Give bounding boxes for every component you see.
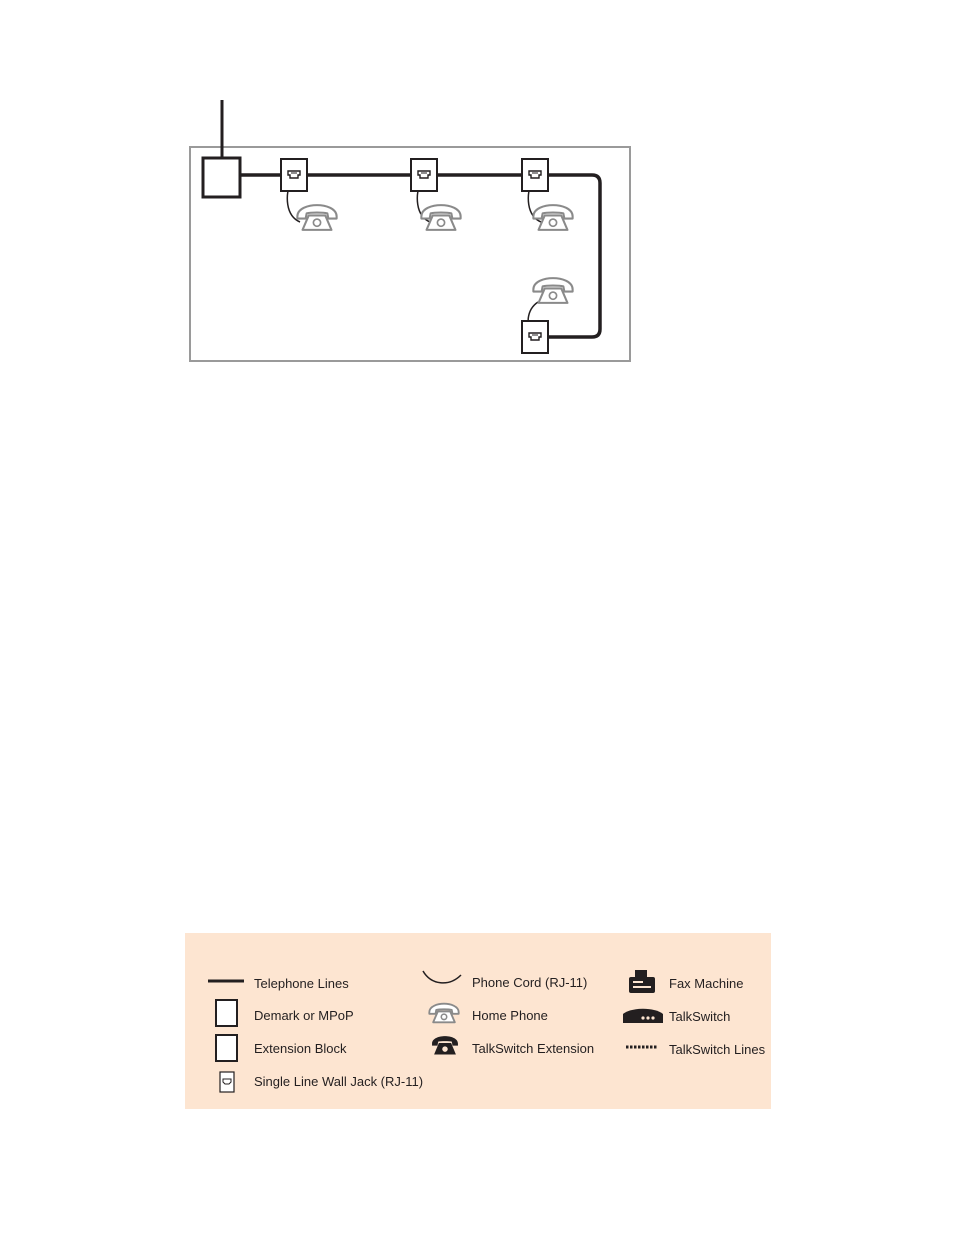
demark-box-legend-icon: [215, 999, 239, 1027]
legend-label-talkswitch-lines: TalkSwitch Lines: [669, 1042, 765, 1058]
legend-label-demark: Demark or MPoP: [254, 1008, 354, 1024]
talkswitch-lines-legend-icon: [625, 1043, 659, 1051]
demark-box: [203, 158, 240, 197]
home-phone-2: [421, 205, 460, 230]
legend-label-fax-machine: Fax Machine: [669, 976, 743, 992]
legend-label-talkswitch-extension: TalkSwitch Extension: [472, 1041, 594, 1057]
legend-label-telephone-lines: Telephone Lines: [254, 976, 349, 992]
legend-label-wall-jack: Single Line Wall Jack (RJ-11): [254, 1074, 423, 1090]
extension-block-legend-icon: [215, 1034, 239, 1062]
home-phone-1: [297, 205, 336, 230]
legend-label-extension-block: Extension Block: [254, 1041, 347, 1057]
wall-jack-2: [411, 159, 437, 191]
wall-jack-4: [522, 321, 548, 353]
fax-machine-legend-icon: [627, 969, 657, 995]
telephone-line-legend-icon: [207, 977, 245, 985]
wiring-diagram: [0, 0, 954, 400]
legend-label-talkswitch: TalkSwitch: [669, 1009, 730, 1025]
legend-label-home-phone: Home Phone: [472, 1008, 548, 1024]
legend: Telephone Lines Demark or MPoP Extension…: [185, 933, 771, 1109]
home-phone-3: [533, 205, 572, 230]
home-phone-4: [533, 278, 572, 303]
legend-label-phone-cord: Phone Cord (RJ-11): [472, 975, 587, 991]
wall-jack-1: [281, 159, 307, 191]
phone-cord-legend-icon: [421, 969, 463, 987]
wall-jack-3: [522, 159, 548, 191]
home-phone-legend-icon: [427, 1001, 461, 1025]
telephone-line: [240, 175, 600, 337]
wall-jack-legend-icon: [219, 1071, 235, 1093]
talkswitch-legend-icon: [621, 1005, 665, 1025]
talkswitch-extension-legend-icon: [430, 1033, 460, 1057]
